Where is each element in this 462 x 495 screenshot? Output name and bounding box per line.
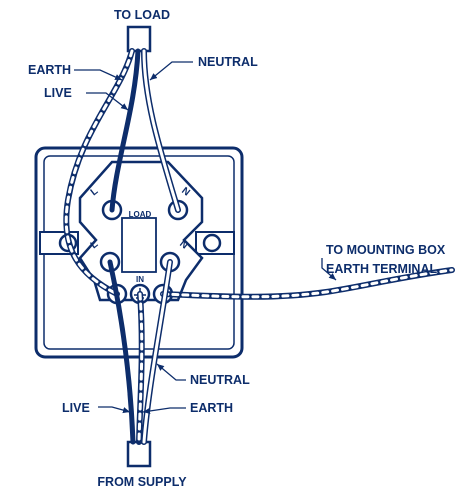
- in-live-terminal-letter: L: [89, 239, 101, 251]
- leader-lines: [74, 61, 337, 415]
- to-load-label: TO LOAD: [114, 8, 170, 22]
- live-wire-supply: [107, 259, 136, 445]
- leader-live-bottom: [98, 406, 131, 414]
- live-wire-load: [109, 48, 141, 213]
- neutral-label-bottom: NEUTRAL: [190, 373, 250, 387]
- leader-neutral-top: [149, 61, 193, 81]
- leader-earth-top: [74, 69, 123, 81]
- live-label-top: LIVE: [44, 86, 72, 100]
- wires: [63, 48, 455, 445]
- leader-mounting-box: [321, 258, 337, 281]
- mounting-box-label-line1: TO MOUNTING BOX: [326, 243, 446, 257]
- load-connector: [126, 25, 152, 53]
- load-live-terminal-letter: L: [89, 186, 101, 198]
- mounting-screw-right: [202, 233, 222, 253]
- supply-connector: [126, 440, 152, 468]
- earth-label-top: EARTH: [28, 63, 71, 77]
- from-supply-label: FROM SUPPLY: [97, 475, 187, 489]
- neutral-label-top: NEUTRAL: [198, 55, 258, 69]
- leader-neutral-bottom: [156, 363, 186, 381]
- load-label: LOAD: [129, 210, 152, 219]
- in-label: IN: [136, 275, 144, 284]
- live-label-bottom: LIVE: [62, 401, 90, 415]
- leader-earth-bottom: [142, 407, 186, 415]
- mounting-box-label-line2: EARTH TERMINAL: [326, 262, 437, 276]
- earth-label-bottom: EARTH: [190, 401, 233, 415]
- center-switch-housing: [121, 217, 157, 273]
- leader-live-top: [86, 92, 129, 111]
